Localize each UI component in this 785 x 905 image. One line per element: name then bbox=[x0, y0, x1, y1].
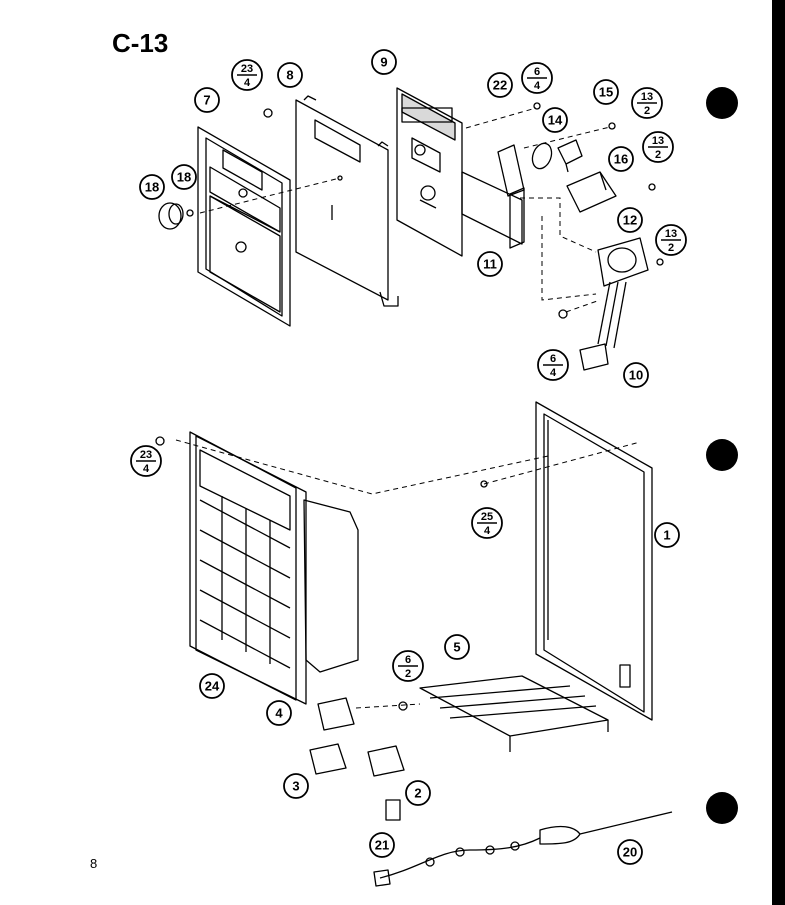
svg-text:4: 4 bbox=[143, 463, 150, 475]
fraction-callout-25-4: 254 bbox=[471, 507, 503, 539]
fraction-callout-6-4: 64 bbox=[537, 349, 569, 381]
svg-text:2: 2 bbox=[414, 786, 421, 801]
svg-text:25: 25 bbox=[481, 511, 493, 523]
callout-8: 8 bbox=[277, 62, 303, 88]
page-title: C-13 bbox=[112, 28, 169, 58]
svg-text:1: 1 bbox=[663, 528, 670, 543]
svg-text:16: 16 bbox=[614, 152, 628, 167]
svg-text:13: 13 bbox=[641, 91, 653, 103]
callout-20: 20 bbox=[617, 839, 643, 865]
svg-text:12: 12 bbox=[623, 213, 637, 228]
transformer-part bbox=[597, 237, 649, 349]
knob-part bbox=[158, 202, 194, 230]
relay-part bbox=[566, 171, 617, 213]
fraction-callout-23-4: 234 bbox=[130, 445, 162, 477]
callout-12: 12 bbox=[617, 207, 643, 233]
svg-text:4: 4 bbox=[275, 706, 283, 721]
svg-text:2: 2 bbox=[644, 105, 650, 117]
side-panel-part bbox=[535, 401, 653, 721]
svg-text:4: 4 bbox=[550, 367, 557, 379]
svg-text:11: 11 bbox=[483, 257, 497, 272]
callout-24: 24 bbox=[199, 673, 225, 699]
callout-11: 11 bbox=[477, 251, 503, 277]
fraction-callout-6-2: 62 bbox=[392, 650, 424, 682]
svg-text:20: 20 bbox=[623, 845, 637, 860]
fraction-callout-6-4: 64 bbox=[521, 62, 553, 94]
circuit-board-part bbox=[396, 87, 463, 257]
svg-text:6: 6 bbox=[405, 654, 411, 666]
svg-text:22: 22 bbox=[493, 78, 507, 93]
fraction-callout-23-4: 234 bbox=[231, 59, 263, 91]
switch-parts bbox=[531, 139, 583, 173]
callout-15: 15 bbox=[593, 79, 619, 105]
svg-text:15: 15 bbox=[599, 85, 613, 100]
frame-bar-part bbox=[461, 171, 525, 249]
svg-text:4: 4 bbox=[484, 525, 491, 537]
svg-text:9: 9 bbox=[380, 55, 387, 70]
push-button-parts bbox=[309, 697, 405, 777]
callout-16: 16 bbox=[608, 146, 634, 172]
base-tray-part bbox=[419, 675, 609, 752]
svg-text:18: 18 bbox=[177, 170, 191, 185]
fraction-callout-13-2: 132 bbox=[655, 224, 687, 256]
callout-7: 7 bbox=[194, 87, 220, 113]
svg-text:7: 7 bbox=[203, 93, 210, 108]
binder-hole-middle bbox=[706, 439, 738, 471]
callout-18: 18 bbox=[171, 164, 197, 190]
fraction-callout-13-2: 132 bbox=[642, 131, 674, 163]
callout-10: 10 bbox=[623, 362, 649, 388]
svg-text:3: 3 bbox=[292, 779, 299, 794]
svg-text:21: 21 bbox=[375, 838, 389, 853]
screws bbox=[155, 102, 664, 711]
svg-text:18: 18 bbox=[145, 180, 159, 195]
callout-9: 9 bbox=[371, 49, 397, 75]
receptacle-part bbox=[385, 799, 401, 821]
callout-22: 22 bbox=[487, 72, 513, 98]
svg-text:5: 5 bbox=[453, 640, 460, 655]
connector-part bbox=[579, 343, 609, 371]
page-number: 8 bbox=[90, 856, 98, 871]
callout-1: 1 bbox=[654, 522, 680, 548]
mounting-plate-part bbox=[295, 95, 399, 307]
svg-text:2: 2 bbox=[668, 242, 674, 254]
svg-text:13: 13 bbox=[652, 135, 664, 147]
svg-text:2: 2 bbox=[655, 149, 661, 161]
svg-text:14: 14 bbox=[548, 113, 563, 128]
callout-4: 4 bbox=[266, 700, 292, 726]
svg-text:4: 4 bbox=[244, 77, 251, 89]
power-cord-part bbox=[373, 811, 673, 887]
binding-edge bbox=[772, 0, 785, 905]
binder-hole-bottom bbox=[706, 792, 738, 824]
svg-text:2: 2 bbox=[405, 668, 411, 680]
front-panel-part bbox=[189, 431, 359, 705]
callout-21: 21 bbox=[369, 832, 395, 858]
svg-text:6: 6 bbox=[550, 353, 556, 365]
svg-text:13: 13 bbox=[665, 228, 677, 240]
svg-text:8: 8 bbox=[286, 68, 293, 83]
callout-14: 14 bbox=[542, 107, 568, 133]
svg-text:10: 10 bbox=[629, 368, 643, 383]
callout-2: 2 bbox=[405, 780, 431, 806]
fraction-callout-13-2: 132 bbox=[631, 87, 663, 119]
callout-3: 3 bbox=[283, 773, 309, 799]
binder-hole-top bbox=[706, 87, 738, 119]
control-panel-face-part bbox=[197, 126, 291, 327]
svg-text:4: 4 bbox=[534, 80, 541, 92]
svg-text:6: 6 bbox=[534, 66, 540, 78]
svg-text:24: 24 bbox=[205, 679, 220, 694]
svg-text:23: 23 bbox=[241, 63, 253, 75]
bracket-part bbox=[497, 144, 525, 197]
callout-18: 18 bbox=[139, 174, 165, 200]
callout-5: 5 bbox=[444, 634, 470, 660]
svg-text:23: 23 bbox=[140, 449, 152, 461]
